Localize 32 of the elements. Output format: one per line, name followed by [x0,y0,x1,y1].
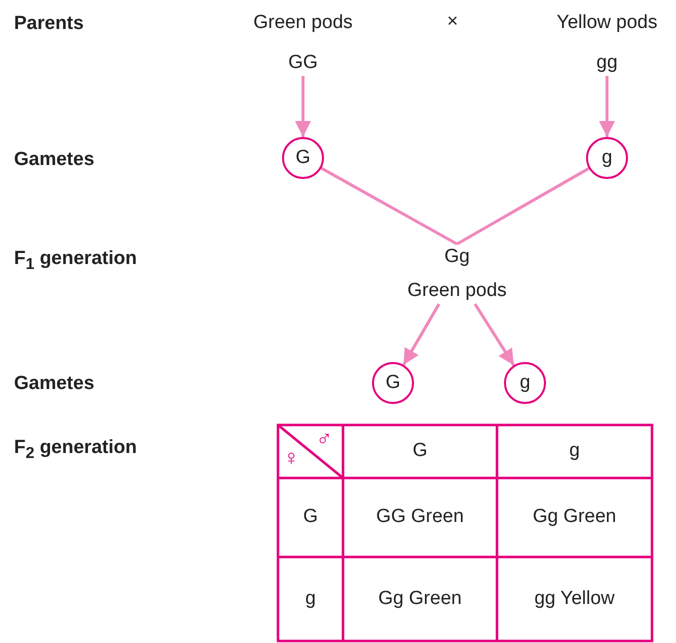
connector-line [456,167,590,246]
allele-text: G [302,505,319,530]
phenotype-text: Green pods [253,12,353,34]
gamete-circle: G [282,137,324,179]
arrow [599,76,615,137]
male-symbol: ♂ [316,426,332,452]
row-label: F$_{1}$ generation [14,248,137,274]
offspring-text: Gg Green [532,505,618,530]
phenotype-text: Yellow pods [556,12,658,34]
arrow [474,303,516,366]
female-symbol: ♀ [283,445,300,471]
row-label: Parents [14,13,84,35]
allele-text: g [568,439,581,464]
phenotype-text: Green pods [407,280,507,302]
gamete-circle: G [372,362,414,404]
gamete-circle: g [504,362,546,404]
offspring-text: gg Yellow [533,586,616,611]
genotype-text: gg [596,52,618,74]
connector-line [320,166,458,246]
row-label: F$_{2}$ generation [14,437,137,463]
offspring-text: GG Green [375,505,465,530]
allele-text: g [304,586,317,611]
gamete-circle: g [586,137,628,179]
arrow [402,303,440,366]
allele-text: G [412,439,428,464]
genotype-text: GG [288,52,318,74]
cross-symbol: × [447,11,458,33]
arrow [295,76,311,137]
row-label: Gametes [14,373,94,395]
row-label: Gametes [14,149,94,171]
genotype-text: Gg [444,246,470,268]
offspring-text: Gg Green [377,586,463,611]
